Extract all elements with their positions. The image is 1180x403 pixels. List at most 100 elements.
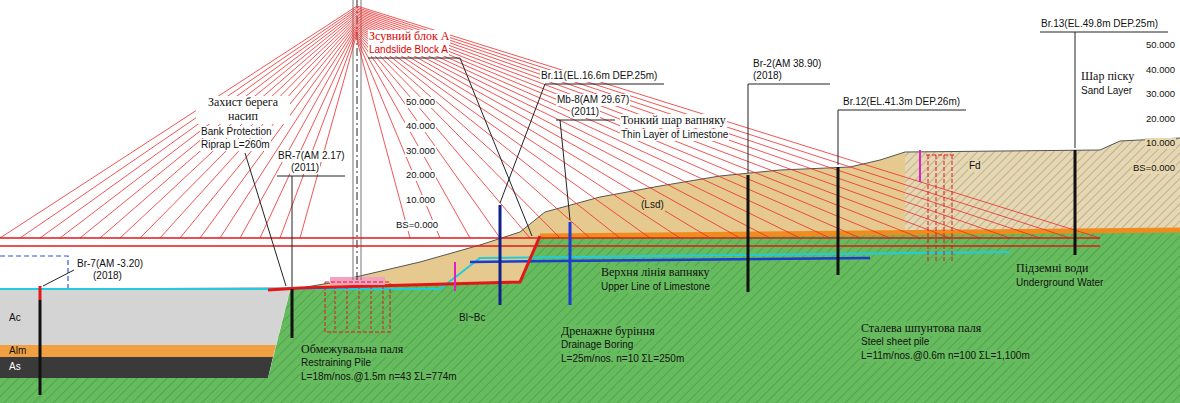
elevation-value: 50.000 [1145,40,1176,51]
layer-label: Sand Layer [1080,85,1133,97]
stay-cable [357,11,1010,239]
stay-cable [120,17,357,238]
stay-cable [40,10,357,238]
layer-label: Thin Layer of Limestone [620,129,729,141]
borehole-label: Br-2(AM 38.90) [752,58,822,70]
pile-label: L=18m/nos.@1.5m n=43 ΣL=774m [300,371,458,383]
elevation-value: 10.000 [1145,138,1176,149]
protection-label: Захист берега насип [196,96,290,124]
drain-label: Дренажне буріння [560,325,656,339]
foundation-piles [335,286,383,330]
elevation-value: 40.000 [1145,65,1176,76]
elevation-value: 20.000 [1145,114,1176,125]
bedrock [0,230,1180,403]
stay-cable [357,18,860,238]
soil-code: Bl~Bc [458,312,486,324]
borehole-label: (2011) [290,162,320,174]
leader-line [556,120,615,220]
fill-hatch [905,138,1180,234]
water-label: Underground Water [1015,277,1104,289]
layer-label: Шар піску [1080,70,1135,84]
stay-cable [200,24,357,238]
stay-cable [357,21,800,238]
stay-cable [300,33,357,238]
stay-cable [357,29,650,239]
borehole [1074,150,1077,255]
borehole [569,222,572,305]
stay-cable [357,6,1100,238]
clay-layer [0,290,290,345]
water-label: Підземні води [1015,262,1089,276]
bridge-deck [0,245,1100,247]
leader-line [368,58,532,236]
soil-code: Ac [8,312,22,324]
block-label: Landslide Block A [368,44,449,56]
protection-label: Bank Protection [200,126,273,138]
borehole-label: BR-7(AM 2.17) [277,150,346,162]
leader-line [277,176,345,287]
layer-label: Тонкий шар вапняку [620,114,727,128]
pile-label: Обмежувальна паля [300,343,404,357]
soil-code: As [8,361,22,373]
soil-code: Alm [8,345,27,357]
pile-label: Restraining Pile [300,357,372,369]
borehole-label: Br-7(AM -3.20) [76,258,144,270]
protection-label: Riprap L=260m [200,139,271,151]
stay-cable [60,11,357,238]
borehole-label: Br.12(EL.41.3m DEP.26m) [842,96,961,108]
borehole-label: (2011) [570,106,600,118]
stay-cable [357,8,1070,239]
stay-cable [357,32,590,239]
soil-code: (Lsd) [640,199,665,211]
stay-cable [357,15,920,238]
sheet-pile-label: Steel sheet pile [860,336,930,348]
fill-deposit [905,138,1180,234]
sheet-pile-label: L=11m/nos.@0.6m n=100 ΣL=1,100m [860,350,1031,362]
stay-cable [357,33,560,238]
stay-cable [80,13,357,238]
borehole-label: (2018) [752,70,783,82]
sheet-pile-label: Сталева шпунтова паля [860,322,982,336]
block-label: Зсувний блок A [368,30,450,44]
borehole-label: Br.11(EL.16.6m DEP.25m) [540,70,658,82]
stay-cable [0,6,357,238]
elevation-value: BS=0.000 [395,220,439,231]
ground-line [0,138,1180,289]
elevation-value: 10.000 [405,195,436,206]
borehole-label: (2018) [92,270,123,282]
borehole [39,286,42,300]
stay-cable [357,30,620,238]
borehole [837,167,840,275]
drain-label: Drainage Boring [560,339,634,351]
borehole [499,205,502,305]
stay-cable [357,39,440,238]
borehole [39,300,42,395]
leader-line [43,270,74,286]
stay-cable [100,15,357,238]
limestone-label: Верхня лінія вапняку [600,266,711,280]
stay-cable [357,17,890,239]
leader-line [245,153,286,286]
stay-cable [357,14,950,239]
sheet-pile-mark [919,150,921,182]
drain-label: L=25m/nos. n=10 ΣL=250m [560,353,685,365]
leader-line [500,84,664,203]
bedrock-hatch [0,230,1180,403]
stay-cable [180,22,357,238]
leader-line [748,84,830,173]
soil-code: Fd [968,160,982,172]
stay-cable [140,19,357,238]
bridge-deck [0,237,1100,239]
stay-cable [357,38,470,239]
stay-cable [357,24,740,238]
stay-cable [357,9,1040,238]
elevation-value: 50.000 [405,97,436,108]
elevation-value: 30.000 [1145,89,1176,100]
restraining-pile [454,262,456,291]
elevation-value: 40.000 [405,121,436,132]
foundation-outline [325,282,390,332]
landslide-deposit [300,152,905,288]
elevation-value: BS=0.000 [1132,163,1176,174]
borehole [747,175,750,292]
